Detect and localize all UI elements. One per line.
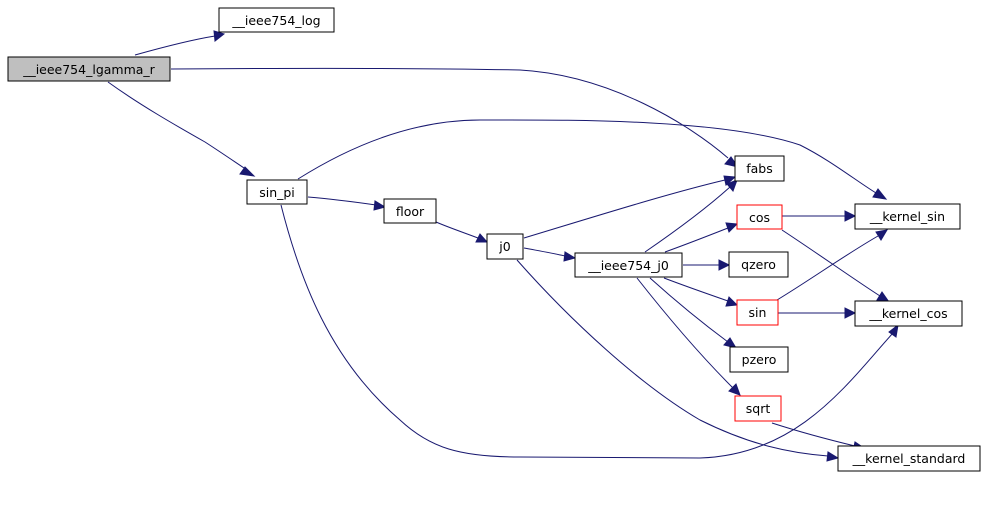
- edge-lgamma-to-log: [134, 35, 216, 56]
- nodes-layer: __ieee754_log __ieee754_lgamma_r sin_pi …: [7, 7, 981, 472]
- node-label: sqrt: [746, 401, 771, 416]
- edge-ieee754j0-to-cos: [664, 227, 729, 253]
- node-floor[interactable]: floor: [383, 198, 437, 224]
- node-qzero[interactable]: qzero: [728, 251, 789, 278]
- node-box: [736, 299, 779, 326]
- node-label: __ieee754_lgamma_r: [22, 62, 155, 77]
- edge-sinpi-to-floor: [307, 196, 377, 206]
- arrowhead-icon: [718, 259, 731, 271]
- node-box: [854, 203, 961, 230]
- arrowhead-icon: [725, 296, 739, 307]
- node-label: __kernel_standard: [852, 451, 966, 466]
- node-box: [7, 56, 171, 82]
- arrowhead-icon: [723, 175, 737, 186]
- node-label: floor: [396, 204, 425, 219]
- arrowhead-icon: [826, 451, 840, 462]
- node-label: sin: [749, 305, 767, 320]
- node-sin-pi[interactable]: sin_pi: [246, 179, 308, 205]
- arrowhead-icon: [725, 222, 739, 233]
- node-label: j0: [498, 239, 510, 254]
- node-kernel-cos[interactable]: __kernel_cos: [854, 300, 963, 327]
- arrowhead-icon: [844, 210, 857, 222]
- edge-ieee754j0-to-sin: [663, 277, 729, 302]
- edge-j0-to-fabs: [523, 179, 726, 239]
- node-label: __kernel_sin: [869, 209, 945, 224]
- node-pzero[interactable]: pzero: [729, 346, 789, 373]
- edge-sin-to-kernelsin: [776, 235, 879, 301]
- arrowhead-icon: [888, 323, 899, 338]
- edge-ieee754j0-to-fabs: [644, 186, 731, 253]
- edge-lgamma-to-sinpi: [107, 81, 248, 171]
- edge-sinpi-to-kernelsin: [297, 119, 877, 194]
- node-ieee754-j0[interactable]: __ieee754_j0: [574, 252, 683, 278]
- node-label: qzero: [741, 257, 776, 272]
- edge-ieee754j0-to-sqrt: [636, 277, 734, 389]
- node-label: fabs: [746, 161, 773, 176]
- edge-j0-to-kernelstandard: [516, 259, 829, 457]
- arrowhead-icon: [563, 251, 577, 262]
- arrowhead-icon: [726, 179, 738, 192]
- node-label: __ieee754_log: [231, 13, 320, 28]
- node-label: cos: [749, 210, 770, 225]
- node-label: __ieee754_j0: [587, 258, 669, 273]
- node-box: [486, 233, 524, 260]
- edge-floor-to-j0: [435, 221, 479, 239]
- arrowhead-icon: [728, 383, 741, 396]
- node-ieee754-log[interactable]: __ieee754_log: [218, 7, 335, 33]
- arrowhead-icon: [373, 200, 387, 211]
- arrowhead-icon: [475, 233, 489, 243]
- node-ieee754-lgamma-r[interactable]: __ieee754_lgamma_r: [7, 56, 171, 82]
- node-sin[interactable]: sin: [736, 299, 779, 326]
- arrowhead-icon: [239, 166, 256, 177]
- node-box: [246, 179, 308, 205]
- arrowhead-icon: [844, 307, 857, 319]
- node-label: sin_pi: [259, 185, 295, 200]
- node-box: [218, 7, 335, 33]
- arrowhead-icon: [872, 188, 888, 200]
- node-cos[interactable]: cos: [736, 204, 783, 230]
- node-box: [734, 155, 785, 182]
- node-label: pzero: [742, 352, 777, 367]
- node-box: [854, 300, 963, 327]
- node-j0[interactable]: j0: [486, 233, 524, 260]
- edge-j0-to-ieee754j0: [523, 247, 566, 257]
- node-box: [728, 251, 789, 278]
- edge-cos-to-kernelcos: [781, 229, 881, 297]
- node-kernel-sin[interactable]: __kernel_sin: [854, 203, 961, 230]
- node-box: [736, 204, 783, 230]
- node-sqrt[interactable]: sqrt: [734, 395, 782, 422]
- node-box: [574, 252, 683, 278]
- node-box: [734, 395, 782, 422]
- edge-sqrt-to-kernelstandard: [771, 422, 856, 447]
- node-box: [383, 198, 437, 224]
- node-fabs[interactable]: fabs: [734, 155, 785, 182]
- edge-lgamma-to-fabs: [170, 67, 729, 159]
- node-kernel-standard[interactable]: __kernel_standard: [837, 445, 981, 472]
- arrowhead-icon: [875, 229, 888, 241]
- node-box: [837, 445, 981, 472]
- node-box: [729, 346, 789, 373]
- edge-ieee754j0-to-pzero: [649, 277, 729, 343]
- node-label: __kernel_cos: [868, 306, 947, 321]
